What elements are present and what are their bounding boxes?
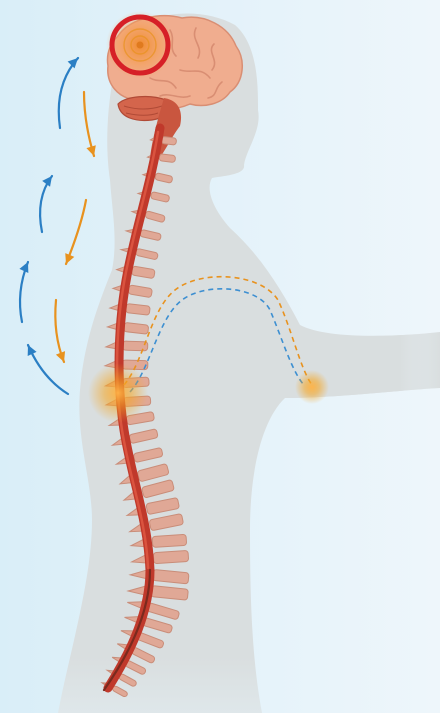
back-pain-glow-icon [88, 363, 148, 423]
arm-pain-glow-icon [295, 370, 329, 404]
